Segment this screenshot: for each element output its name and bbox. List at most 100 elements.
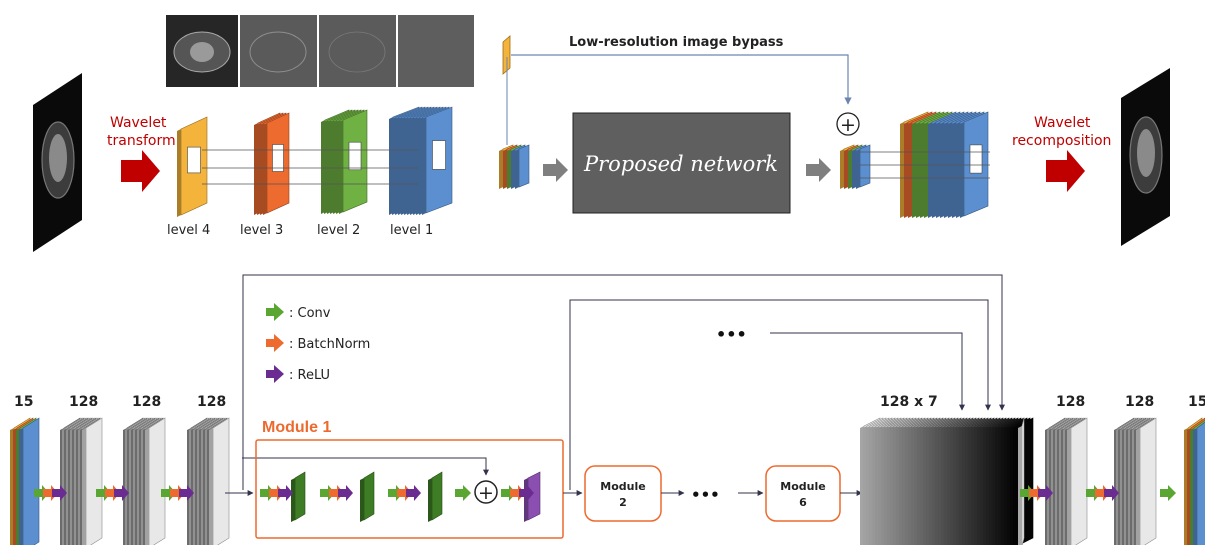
level-1-slice-11-hole (432, 140, 446, 170)
recomp-slice-14-edge (956, 122, 960, 218)
stack-6-slice-11-edge (1136, 428, 1140, 545)
module-2-box (584, 465, 662, 522)
net-out-slice-4-face (859, 144, 871, 188)
net-out-slice-0-edge (840, 149, 844, 189)
wavelet-recomposition-arrow (1046, 150, 1085, 192)
input-stack-slice-3-edge (19, 428, 23, 545)
feature-map-stacks (10, 417, 1205, 545)
operation-arrows (34, 485, 1176, 501)
module-2-label-line1: Module (600, 480, 645, 493)
output-ct-image (1121, 68, 1170, 246)
network-input-stack (499, 144, 530, 189)
stack-2-slice-11 (145, 417, 166, 545)
concat-end-slice (1018, 417, 1025, 545)
wavelet-transform-label-line2: transform (107, 133, 176, 149)
net-out-slice-4 (856, 144, 871, 189)
top-add-circle (836, 112, 860, 136)
module-conv-slice-0 (291, 471, 306, 522)
recomp-slice-12-edge (948, 122, 952, 218)
net-in-slice-3-edge (511, 149, 515, 189)
stack-5-slice-11-edge (1067, 428, 1071, 545)
stack-1-slice-11-edge (82, 428, 86, 545)
channel-label-3: 128 (197, 394, 226, 410)
op-triple-m1-2 (278, 485, 293, 501)
module-1-box (255, 439, 564, 539)
top-add-symbol: + (840, 114, 856, 136)
recomp-slice-9-edge (936, 122, 940, 218)
net-in-slice-0-edge (499, 149, 503, 189)
level-connection-lines (202, 149, 418, 185)
level-2-label: level 2 (317, 223, 360, 238)
level-3-slice-3-edge (263, 123, 267, 215)
legend-arrow-1 (266, 334, 284, 352)
skip-connections (242, 274, 1005, 490)
recomp-slice-15-hole (969, 144, 983, 174)
low-res-slice (502, 35, 511, 75)
stack-5-slice-11-face (1070, 417, 1088, 545)
level-1-slice-11 (422, 106, 453, 215)
recomp-slice-6-edge (924, 122, 928, 218)
gray-arrow-in (543, 158, 568, 182)
level-4-slice-edge (177, 129, 181, 217)
recomp-slice-15 (960, 111, 989, 218)
bypass-label: Low-resolution image bypass (569, 35, 784, 50)
level-4-slice (177, 116, 208, 217)
wavelet-thumbnails (166, 15, 474, 87)
concat-end-slice-edge (1018, 426, 1022, 545)
net-out-slice-3-edge (852, 149, 856, 189)
input-stack-slice-3 (19, 417, 40, 545)
net-in-slice-4 (515, 144, 530, 189)
wavelet-transform-arrow (121, 150, 160, 192)
module-chain-ellipsis: ••• (691, 486, 720, 504)
legend-arrow-0 (266, 303, 284, 321)
net-out-slice-4-edge (856, 149, 860, 189)
module-6-label-line2: 6 (799, 496, 807, 509)
level-2-slice-6 (339, 109, 368, 214)
module-conv-slice-1-face (363, 471, 375, 521)
recomp-slice-4-edge (916, 122, 920, 218)
op-add-pre (455, 485, 471, 501)
proposed-network-box (572, 112, 791, 214)
stack-3-slice-11 (209, 417, 230, 545)
channel-label-2: 128 (132, 394, 161, 410)
channel-label-concat: 128 x 7 (880, 394, 938, 410)
module-add-circle (474, 480, 498, 504)
wavelet-recomposition-label-line1: Wavelet (1034, 115, 1091, 131)
gray-arrow-out (806, 158, 831, 182)
concat-slice-51-edge (1013, 426, 1017, 545)
level-1-slice-11-edge (422, 117, 426, 215)
module-1-contents (291, 471, 541, 522)
channel-label-5: 128 (1056, 394, 1085, 410)
module-6-label-line1: Module (780, 480, 825, 493)
module-6-box (765, 465, 841, 522)
recomp-slice-10-edge (940, 122, 944, 218)
wavelet-transform-label-line1: Wavelet (110, 115, 167, 131)
wavelet-recomposition-label-line2: recomposition (1012, 133, 1111, 149)
module-conv-slice-2-edge (428, 478, 432, 522)
stack-2-slice-11-face (148, 417, 166, 545)
input-stack-slice-3-face (22, 417, 40, 545)
legend-label-1: : BatchNorm (289, 337, 370, 352)
output-stack-slice-3-edge (1193, 428, 1197, 545)
concat-feature-block (860, 417, 1034, 545)
channel-label-input: 15 (14, 394, 33, 410)
network-output-stack (840, 144, 871, 189)
level-3-slice-3-hole (272, 144, 284, 172)
stack-3-slice-11-edge (209, 428, 213, 545)
recomp-slice-13-edge (952, 122, 956, 218)
recomposition-lines (860, 151, 990, 179)
recomp-slice-15-edge (960, 122, 964, 218)
recomp-slice-7-edge (928, 122, 932, 218)
legend-arrow-2 (266, 365, 284, 383)
operation-legend: : Conv: BatchNorm: ReLU (266, 303, 370, 383)
level-2-slice-6-edge (339, 120, 343, 214)
input-ct-image (33, 73, 82, 252)
net-out-slice-1-edge (844, 149, 848, 189)
op-triple-0-2 (52, 485, 67, 501)
channel-label-output: 15 (1188, 394, 1205, 410)
stack-5-slice-11 (1067, 417, 1088, 545)
module-2-label-line2: 2 (619, 496, 627, 509)
concat-end-slice-face (1021, 417, 1025, 545)
op-triple-m3-2 (406, 485, 421, 501)
